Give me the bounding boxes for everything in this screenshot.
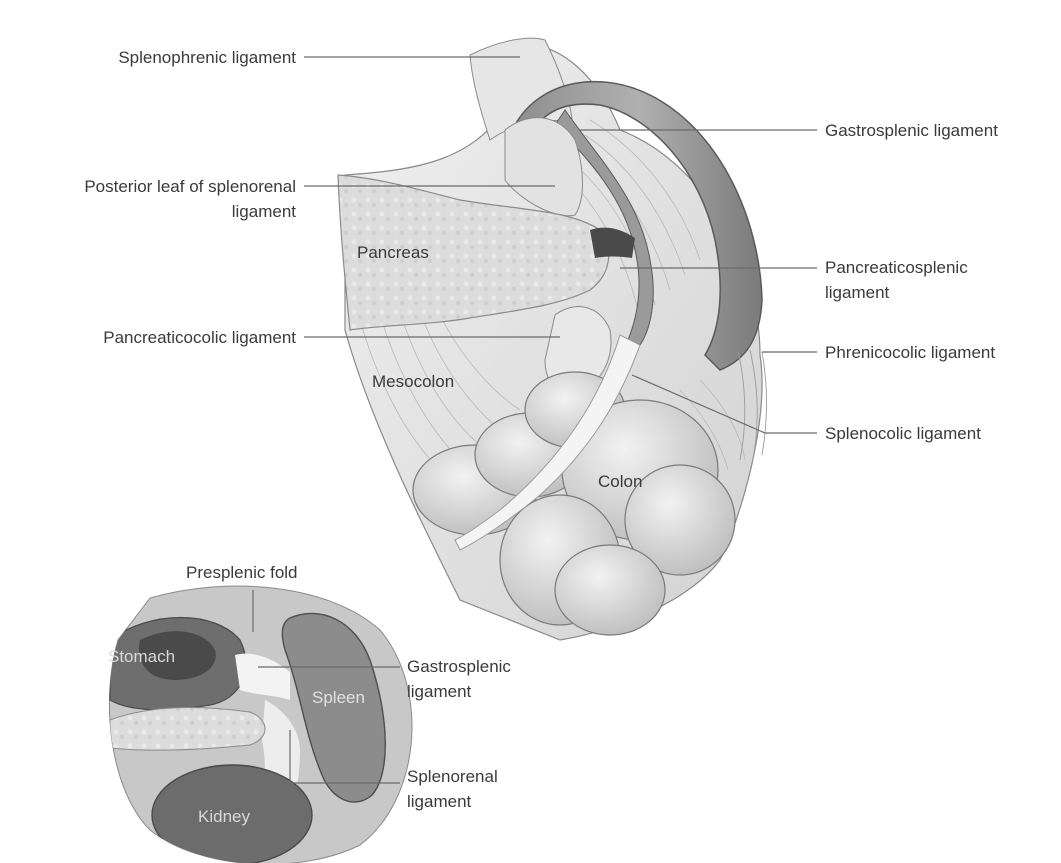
label-pancreaticosplenic-2: ligament <box>825 283 890 302</box>
label-inset-gastrosplenic-1: Gastrosplenic <box>407 657 511 676</box>
label-colon: Colon <box>598 472 642 491</box>
inset-cross-section: Presplenic fold Gastrosplenic ligament S… <box>108 563 511 863</box>
label-spleen: Spleen <box>312 688 365 707</box>
label-pancreaticosplenic-1: Pancreaticosplenic <box>825 258 968 277</box>
label-posterior-leaf-1: Posterior leaf of splenorenal <box>84 177 296 196</box>
label-presplenic-fold: Presplenic fold <box>186 563 298 582</box>
label-pancreaticocolic: Pancreaticocolic ligament <box>103 328 296 347</box>
label-kidney: Kidney <box>198 807 250 826</box>
label-phrenicocolic: Phrenicocolic ligament <box>825 343 995 362</box>
label-mesocolon: Mesocolon <box>372 372 454 391</box>
label-splenorenal-2: ligament <box>407 792 472 811</box>
label-splenocolic: Splenocolic ligament <box>825 424 981 443</box>
main-illustration <box>338 38 767 640</box>
label-splenorenal-1: Splenorenal <box>407 767 498 786</box>
inset-pancreas <box>110 707 265 750</box>
label-inset-gastrosplenic-2: ligament <box>407 682 472 701</box>
label-pancreas: Pancreas <box>357 243 429 262</box>
label-gastrosplenic: Gastrosplenic ligament <box>825 121 998 140</box>
label-stomach: Stomach <box>108 647 175 666</box>
label-posterior-leaf-2: ligament <box>232 202 297 221</box>
label-splenophrenic: Splenophrenic ligament <box>118 48 296 67</box>
